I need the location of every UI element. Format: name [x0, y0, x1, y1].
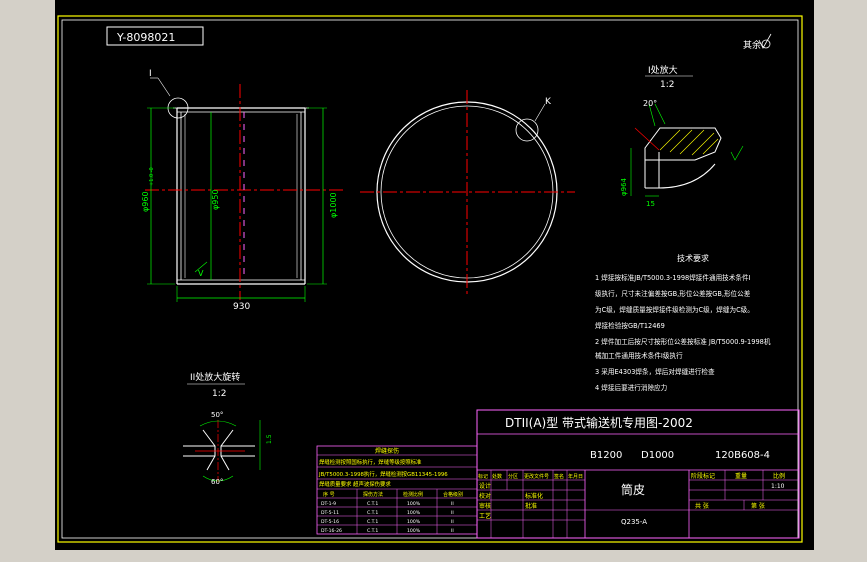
detail-II-gap: 1.5 — [266, 434, 273, 444]
inspection-cell: C.T.1 — [367, 501, 378, 507]
detail-K-marker — [515, 118, 539, 142]
roughness-symbol-icon — [758, 33, 772, 49]
inspection-cell: II — [451, 501, 454, 507]
inspection-table: 焊缝探伤 焊缝检测按照国标执行，焊缝等级按照标准 JB/T5000.3-1998… — [316, 445, 478, 535]
detail-I-diameter: φ964 — [620, 177, 628, 196]
drawing-canvas: Y-8098021 其余 I φ960 +1 — [55, 0, 814, 550]
weight-label: 重量 — [735, 472, 747, 480]
inspection-cell: 100% — [407, 519, 421, 525]
title-drawing-number: 120B608-4 — [715, 450, 770, 461]
notes-line-7: 3 采用E4303焊条，焊后对焊缝进行检查 — [595, 367, 715, 376]
detail-I-view: I处放大 1:2 20° φ964 15 — [620, 64, 744, 208]
notes-line-5: 2 焊件加工后按尺寸按形位公差按标准 JB/T5000.9-1998机 — [595, 337, 771, 346]
count-label: 处数 — [492, 473, 502, 480]
sheet-number: 第 张 — [751, 502, 765, 510]
dim-right-diameter: φ1000 — [329, 192, 338, 218]
notes-line-2: 级执行，尺寸未注偏差按GB,形位公差按GB,形位公差 — [595, 289, 751, 298]
inspection-cell: C.T.1 — [367, 519, 378, 525]
stage-label: 阶段标记 — [691, 472, 715, 480]
inspection-row-3: 焊缝质量要求 超声波探伤要求 — [319, 480, 391, 488]
inspection-cell: C.T.1 — [367, 510, 378, 516]
count-label: 签名 — [554, 473, 564, 480]
count-label: 年月日 — [568, 473, 583, 480]
detail-II-title: II处放大旋转 — [190, 371, 240, 383]
corner-code: Y-8098021 — [116, 31, 175, 44]
count-label: 标记 — [478, 473, 488, 480]
detail-I-label: I — [149, 69, 152, 79]
inspection-cell: II — [451, 519, 454, 525]
scale-value: 1:10 — [771, 483, 785, 490]
dim-left-diameter: φ960 — [141, 191, 150, 212]
inspection-cell: II — [451, 528, 454, 534]
sheet-count: 共 张 — [695, 502, 709, 510]
inspection-row-1: 焊缝检测按照国标执行，焊缝等级按照标准 — [319, 458, 422, 466]
part-name: 筒皮 — [621, 482, 645, 497]
inner-border — [61, 19, 799, 539]
count-label: 更改文件号 — [524, 473, 549, 480]
detail-II-angle-bottom: 60° — [211, 478, 223, 486]
inspection-cell: 100% — [407, 528, 421, 534]
inspection-header-1: 序 号 — [323, 491, 335, 498]
detail-K-label: K — [545, 97, 552, 107]
inspection-cell: II — [451, 510, 454, 516]
technical-notes: 技术要求 1 焊接按标准JB/T5000.3-1998焊接件通用技术条件I 级执… — [595, 253, 771, 392]
detail-II-view: II处放大旋转 1:2 50° 60° 1.5 — [183, 371, 273, 486]
title-spec-2: D1000 — [641, 450, 674, 461]
inspection-header-2: 探伤方法 — [363, 491, 383, 498]
corner-code-box — [106, 26, 204, 46]
sign-row: 设计 — [479, 482, 491, 490]
inspection-cell: 100% — [407, 510, 421, 516]
inspection-cell: C.T.1 — [367, 528, 378, 534]
detail-I-scale: 1:2 — [660, 80, 674, 90]
weld-mark: V — [198, 269, 204, 278]
inspection-title: 焊缝探伤 — [375, 447, 399, 455]
notes-line-6: 械加工件通用技术条件I级执行 — [595, 351, 683, 360]
scale-label: 比例 — [773, 472, 785, 480]
notes-line-4: 焊接检验按GB/T12469 — [595, 321, 665, 330]
notes-line-1: 1 焊接按标准JB/T5000.3-1998焊接件通用技术条件I — [595, 273, 751, 282]
inspection-cell: DT-1-9 — [321, 501, 336, 507]
inspection-header-4: 合格级别 — [443, 491, 463, 498]
sign-row: 校对 — [479, 492, 491, 500]
roughness-note: 其余 — [743, 39, 761, 51]
count-label: 分区 — [508, 473, 518, 480]
detail-I-angle: 20° — [643, 99, 657, 108]
inspection-cell: 100% — [407, 501, 421, 507]
main-view: I φ960 +1.0 -0 φ950 φ1000 930 V — [141, 69, 345, 312]
inspection-row-2: JB/T5000.3-1998执行，焊缝检测按GB11345-1996 — [318, 470, 448, 478]
title-spec-1: B1200 — [590, 450, 622, 461]
notes-heading: 技术要求 — [677, 253, 709, 263]
inspection-cell: DT-16-26 — [321, 528, 342, 534]
sign-row: 工艺 — [479, 512, 491, 520]
drawing-sheet: Y-8098021 其余 I φ960 +1 — [55, 0, 814, 550]
inspection-cell: DT-5-16 — [321, 519, 339, 525]
title-main: DTII(A)型 带式输送机专用图-2002 — [505, 415, 693, 430]
part-material: Q235-A — [621, 518, 647, 526]
end-view: K — [360, 90, 575, 296]
sign-row: 标准化 — [525, 492, 543, 500]
notes-line-3: 为C级，焊缝质量按焊接件级检测为C级，焊缝为C级。 — [595, 305, 754, 314]
outer-border — [57, 15, 803, 543]
inspection-cell: DT-5-11 — [321, 510, 339, 516]
sign-row: 批准 — [525, 502, 537, 510]
detail-II-angle-top: 50° — [211, 411, 223, 419]
detail-II-scale: 1:2 — [212, 389, 226, 399]
title-block: DTII(A)型 带式输送机专用图-2002 B1200 D1000 120B6… — [476, 409, 800, 539]
sign-row: 审核 — [479, 502, 491, 510]
detail-I-length: 15 — [646, 200, 655, 208]
inspection-header-3: 检测比例 — [403, 491, 423, 498]
dim-inner-diameter: φ950 — [211, 189, 220, 210]
detail-I-title: I处放大 — [648, 64, 678, 76]
dim-bottom-length: 930 — [233, 302, 250, 312]
notes-line-8: 4 焊接后要进行消除应力 — [595, 383, 667, 392]
dim-left-tolerance: +1.0 -0 — [149, 167, 155, 186]
sheet-background — [55, 0, 814, 550]
